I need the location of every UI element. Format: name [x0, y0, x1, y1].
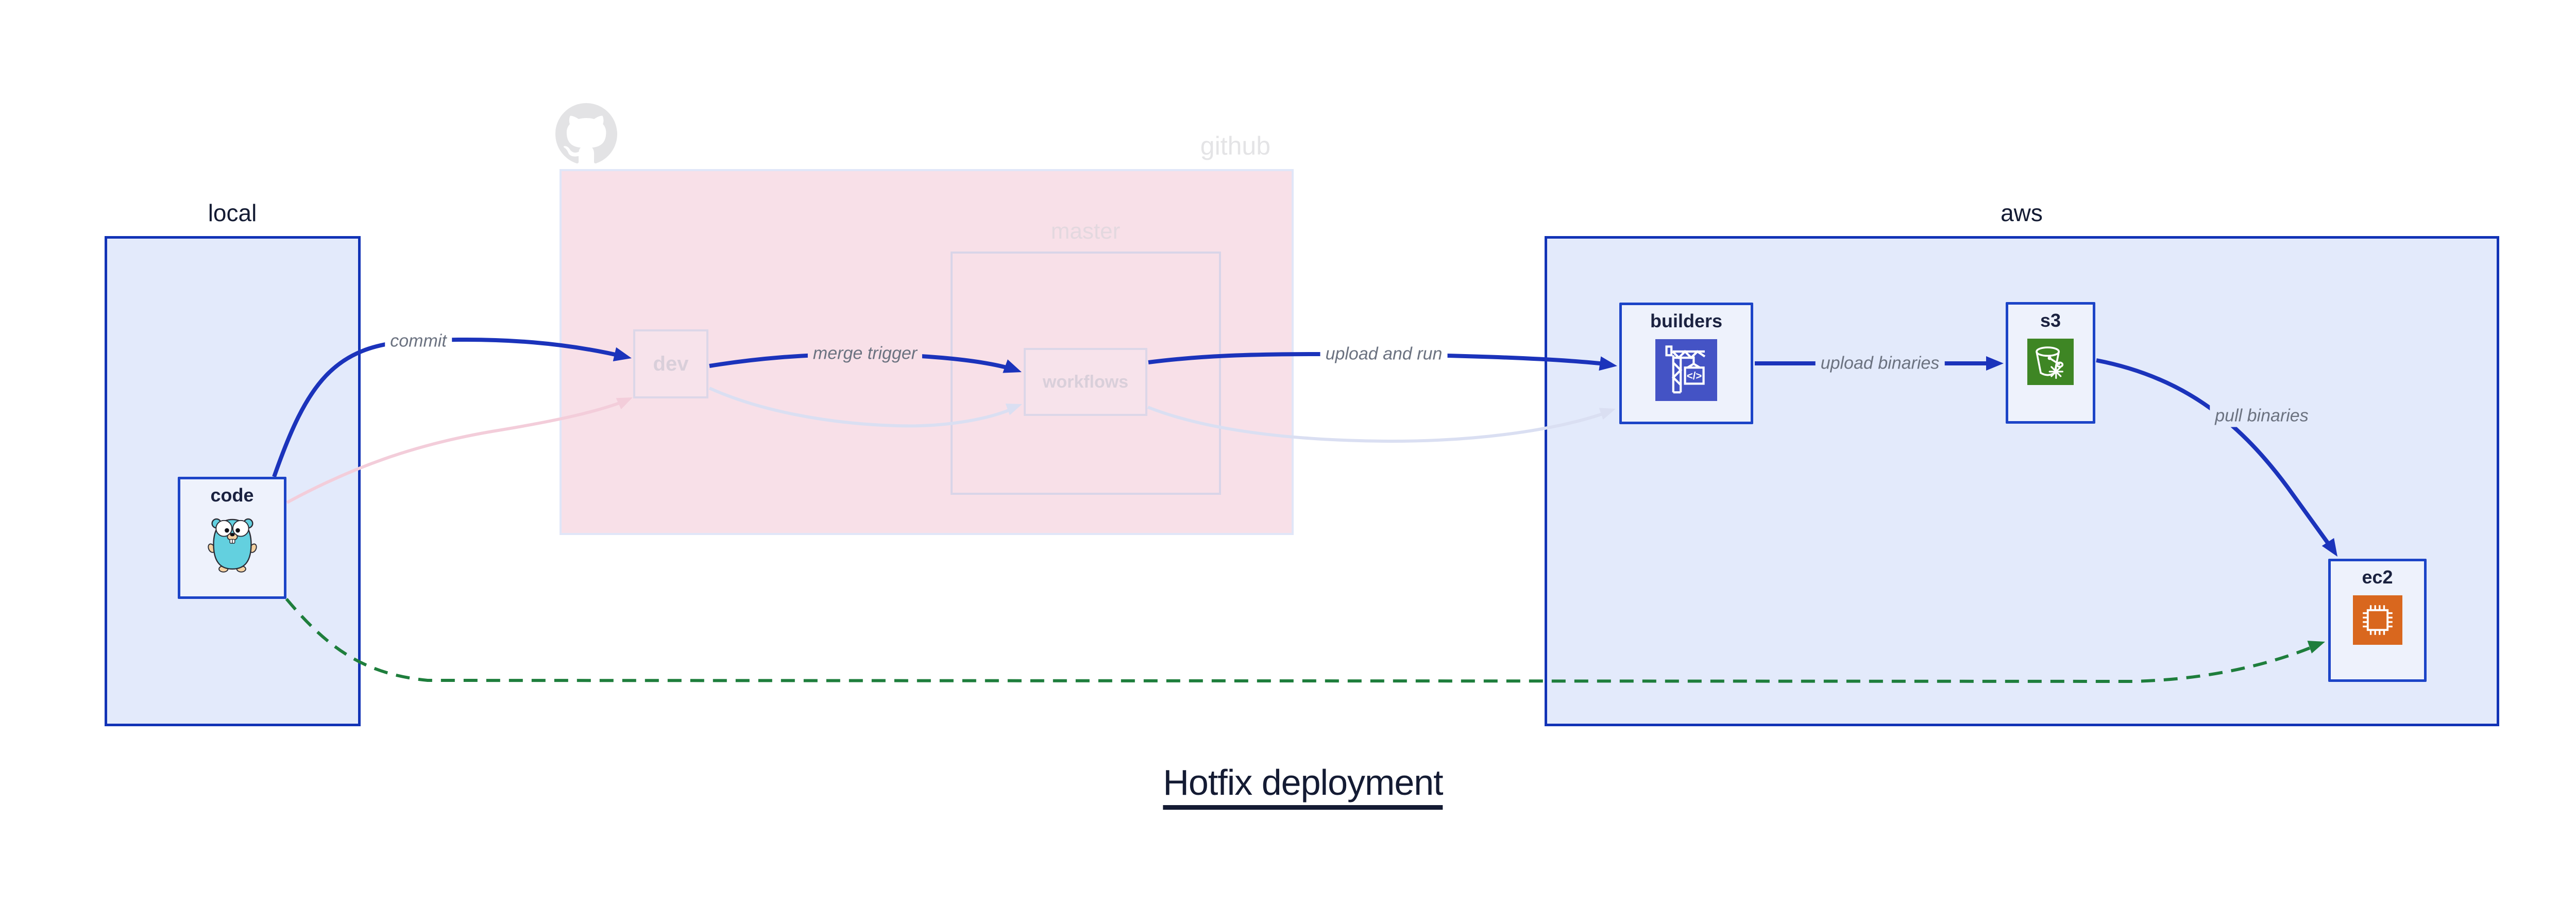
- edge-label-upload-and-run: upload and run: [1320, 343, 1448, 365]
- node-s3: s3: [2006, 302, 2095, 424]
- edge-label-commit: commit: [385, 330, 452, 353]
- edge-label-upload-binaries: upload binaries: [1815, 352, 1945, 375]
- diagram-title: Hotfix deployment: [1163, 762, 1444, 810]
- svg-text:</>: </>: [1687, 371, 1702, 382]
- go-gopher-icon: [180, 513, 284, 573]
- github-cluster-label: github: [1200, 131, 1270, 160]
- aws-codebuild-crane-icon: </>: [1622, 339, 1751, 401]
- node-workflows: workflows: [1024, 348, 1147, 416]
- node-code: code: [178, 477, 286, 599]
- node-ec2-label: ec2: [2362, 566, 2393, 588]
- node-s3-label: s3: [2040, 310, 2061, 331]
- node-code-label: code: [210, 485, 254, 506]
- edge-label-merge-trigger: merge trigger: [807, 342, 923, 365]
- node-workflows-label: workflows: [1042, 372, 1129, 392]
- node-ec2: ec2: [2328, 559, 2427, 682]
- node-builders: builders </>: [1619, 303, 1753, 424]
- aws-ec2-chip-icon: [2331, 595, 2424, 645]
- master-branch-cluster: [951, 252, 1221, 495]
- aws-cluster-label: aws: [2001, 199, 2043, 226]
- edge-label-pull-binaries: pull binaries: [2210, 405, 2314, 427]
- master-cluster-label: master: [1050, 219, 1121, 244]
- github-octocat-logo-icon: [555, 103, 617, 164]
- node-dev: dev: [633, 329, 708, 398]
- node-builders-label: builders: [1650, 310, 1723, 331]
- local-cluster-label: local: [208, 199, 257, 226]
- aws-s3-glacier-bucket-icon: [2008, 339, 2093, 385]
- node-dev-label: dev: [653, 352, 689, 375]
